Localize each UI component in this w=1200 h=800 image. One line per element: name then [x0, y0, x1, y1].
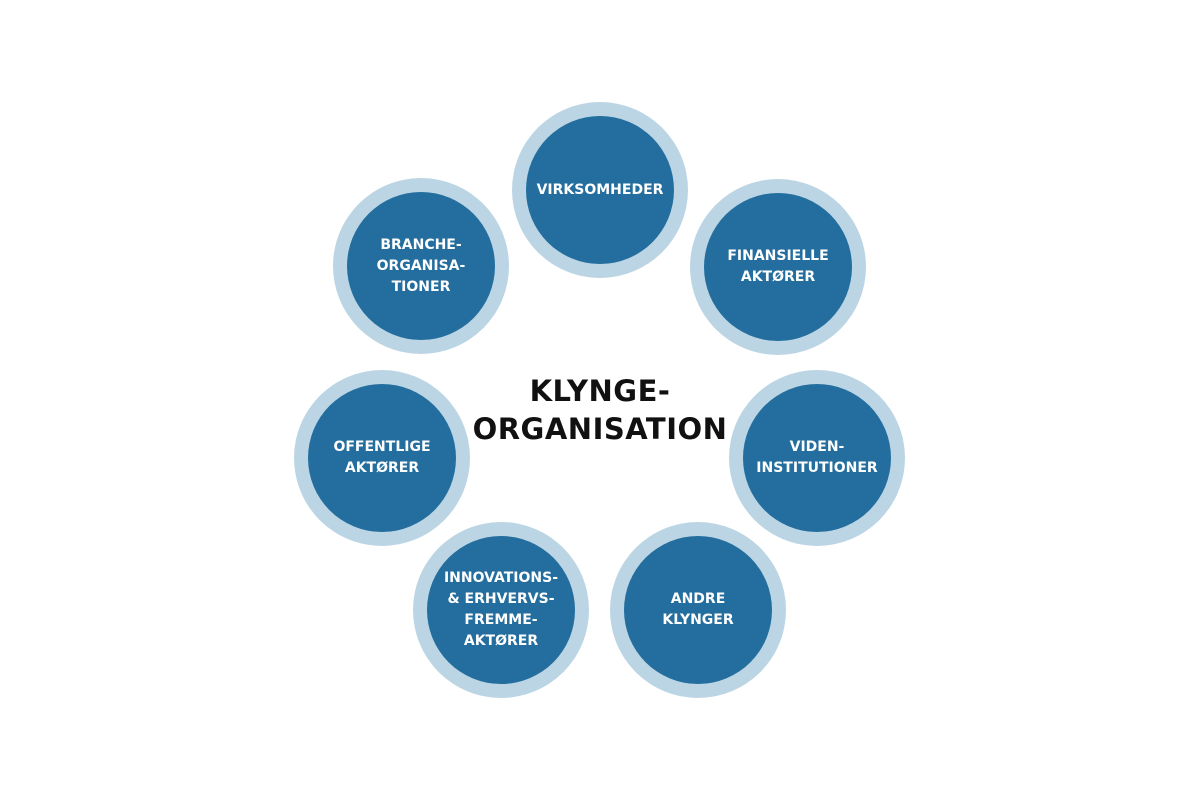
node-label: FREMME-: [464, 612, 538, 628]
node-label: & ERHVERVS-: [447, 591, 555, 607]
node-andre-klynger: ANDRE KLYNGER: [610, 522, 786, 698]
node-label: AKTØRER: [740, 269, 816, 285]
node-innovations-erhvervsfremme: INNOVATIONS- & ERHVERVS- FREMME- AKTØRER: [413, 522, 589, 698]
center-title: KLYNGE- ORGANISATION: [450, 372, 750, 448]
node-videninstitutioner-circle: VIDEN- INSTITUTIONER: [743, 384, 891, 532]
center-title-line-1: KLYNGE-: [529, 374, 671, 408]
node-label: FINANSIELLE: [727, 248, 829, 264]
node-videninstitutioner: VIDEN- INSTITUTIONER: [729, 370, 905, 546]
node-label: OFFENTLIGE: [333, 439, 431, 455]
node-label: ORGANISA-: [376, 257, 466, 274]
node-label: VIDEN-: [789, 439, 845, 455]
node-finansielle-aktorer: FINANSIELLE AKTØRER: [690, 179, 866, 355]
node-label: VIRKSOMHEDER: [536, 181, 664, 198]
node-label: AKTØRER: [463, 633, 539, 649]
node-offentlige-aktorer: OFFENTLIGE AKTØRER: [294, 370, 470, 546]
node-offentlige-aktorer-circle: OFFENTLIGE AKTØRER: [308, 384, 456, 532]
node-label: INSTITUTIONER: [756, 460, 878, 476]
node-label: TIONER: [391, 278, 451, 295]
node-label: ANDRE: [670, 591, 726, 607]
node-label: AKTØRER: [344, 460, 420, 476]
node-label: BRANCHE-: [380, 236, 462, 253]
node-virksomheder: VIRKSOMHEDER: [512, 102, 688, 278]
node-label: KLYNGER: [662, 612, 734, 628]
center-title-line-2: ORGANISATION: [472, 412, 728, 446]
node-label: INNOVATIONS-: [443, 570, 559, 586]
node-brancheorganisationer: BRANCHE- ORGANISA- TIONER: [333, 178, 509, 354]
node-virksomheder-circle: VIRKSOMHEDER: [526, 116, 674, 264]
node-innovations-erhvervsfremme-circle: INNOVATIONS- & ERHVERVS- FREMME- AKTØRER: [427, 536, 575, 684]
node-brancheorganisationer-circle: BRANCHE- ORGANISA- TIONER: [347, 192, 495, 340]
node-finansielle-aktorer-circle: FINANSIELLE AKTØRER: [704, 193, 852, 341]
node-andre-klynger-circle: ANDRE KLYNGER: [624, 536, 772, 684]
